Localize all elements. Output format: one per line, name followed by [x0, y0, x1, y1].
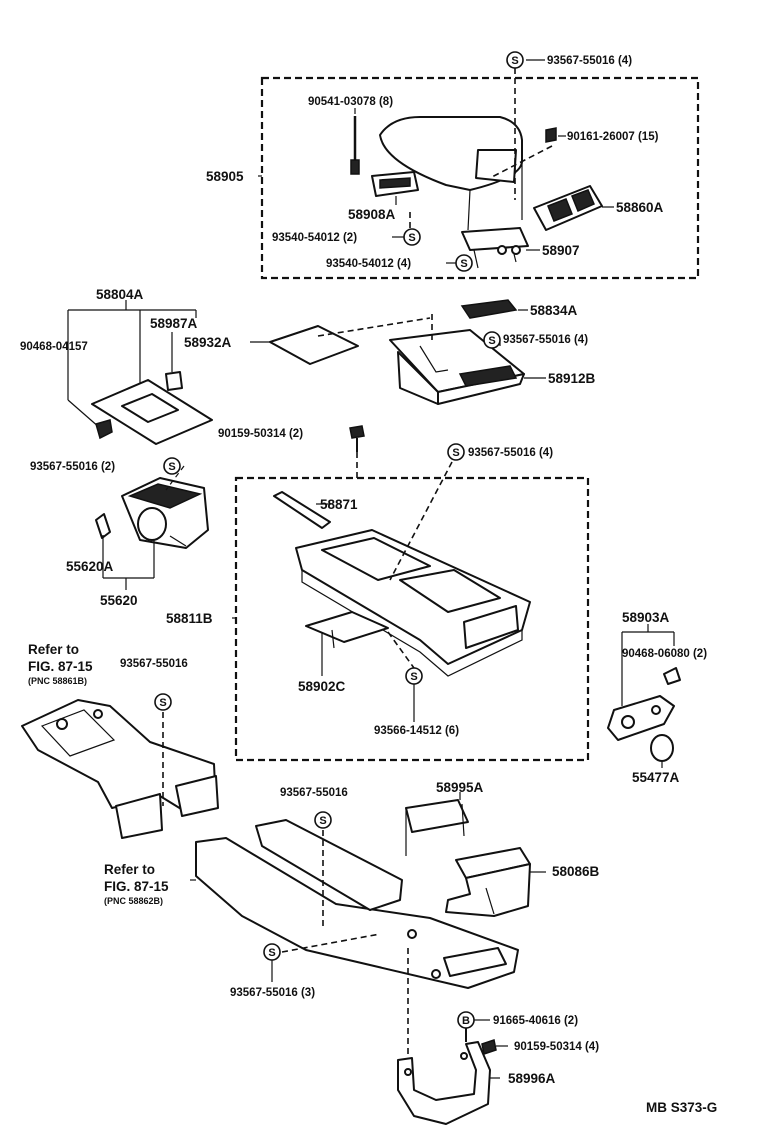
s-symbol-93566: S — [405, 667, 423, 685]
lid-screw — [350, 116, 360, 175]
lid-cupholder-insert — [533, 185, 603, 231]
label-58912B: 58912B — [548, 371, 596, 386]
label-93566-14512: 93566-14512 (6) — [374, 725, 459, 737]
lid-hinge — [461, 227, 529, 269]
label-93567-55016-2: 93567-55016 (2) — [30, 461, 115, 473]
footer-code: MB S373-G — [646, 1100, 717, 1115]
label-fig-87-15-1: FIG. 87-15 — [28, 659, 93, 674]
label-55477A: 55477A — [632, 770, 680, 785]
svg-text:S: S — [168, 461, 175, 473]
label-58902C: 58902C — [298, 679, 346, 694]
b-symbol-91665: B — [457, 1011, 475, 1029]
label-93567-55016-4-mid: 93567-55016 (4) — [503, 334, 588, 346]
lid-lock-base — [371, 171, 419, 197]
label-90159-50314-4: 90159-50314 (4) — [514, 1041, 599, 1053]
label-refer-to-1: Refer to — [28, 642, 79, 657]
svg-text:S: S — [268, 947, 275, 959]
label-fig-87-15-2: FIG. 87-15 — [104, 879, 169, 894]
label-58860A: 58860A — [616, 200, 664, 215]
label-58871: 58871 — [320, 497, 358, 512]
plate-fastener — [663, 667, 681, 685]
s-symbol-93540-2: S — [403, 228, 421, 246]
rear-duct-left — [21, 699, 219, 839]
s-symbol-top: S — [506, 51, 524, 69]
svg-text:S: S — [511, 55, 518, 67]
label-90468-06080: 90468-06080 (2) — [622, 648, 707, 660]
label-58086B: 58086B — [552, 864, 600, 879]
label-93567-55016-3: 93567-55016 (3) — [230, 987, 315, 999]
console-lid-pad — [91, 379, 213, 445]
label-58996A: 58996A — [508, 1071, 556, 1086]
label-58903A: 58903A — [622, 610, 670, 625]
lid-clip-small — [545, 127, 557, 143]
label-91665-40616: 91665-40616 (2) — [493, 1015, 578, 1027]
label-93567-55016-floor: 93567-55016 — [280, 787, 348, 799]
console-box-group-center — [234, 476, 590, 762]
s-symbol-left-duct: S — [154, 693, 172, 711]
label-58907: 58907 — [542, 243, 580, 258]
rear-duct-floor — [195, 819, 519, 989]
svg-text:S: S — [410, 671, 417, 683]
cap-55477A — [650, 734, 674, 762]
svg-text:S: S — [460, 258, 467, 270]
s-symbol-58811: S — [447, 443, 465, 461]
label-90159-50314-2: 90159-50314 (2) — [218, 428, 303, 440]
screw-90159 — [349, 425, 365, 452]
label-55620: 55620 — [100, 593, 138, 608]
svg-text:S: S — [488, 335, 495, 347]
console-strip — [273, 491, 331, 529]
label-90161-26007: 90161-26007 (15) — [567, 131, 659, 143]
s-symbol-58912: S — [483, 331, 501, 349]
rear-mount-bracket — [397, 1041, 491, 1125]
svg-text:S: S — [319, 815, 326, 827]
vent-knob — [95, 513, 111, 558]
label-58932A: 58932A — [184, 335, 232, 350]
label-58834A: 58834A — [530, 303, 578, 318]
label-58804A: 58804A — [96, 287, 144, 302]
armrest-lid — [379, 116, 523, 231]
screw-90159-b — [481, 1039, 497, 1055]
s-symbol-55620: S — [163, 457, 181, 475]
pad-fastener — [95, 419, 113, 440]
s-symbol-93540-4: S — [455, 254, 473, 272]
s-symbol-93567-3: S — [263, 943, 281, 961]
label-58995A: 58995A — [436, 780, 484, 795]
label-93567-55016-4-center: 93567-55016 (4) — [468, 447, 553, 459]
vent-duct-unit — [121, 477, 209, 549]
svg-text:S: S — [159, 697, 166, 709]
svg-text:B: B — [462, 1015, 470, 1027]
label-58905: 58905 — [206, 169, 244, 184]
label-93540-54012-4: 93540-54012 (4) — [326, 258, 411, 270]
svg-text:S: S — [408, 232, 415, 244]
side-cover-plate — [607, 695, 675, 741]
label-58908A: 58908A — [348, 207, 396, 222]
label-90541-03078: 90541-03078 (8) — [308, 96, 393, 108]
console-sheet — [269, 325, 359, 365]
label-58987A: 58987A — [150, 316, 198, 331]
label-93567-55016-left: 93567-55016 — [120, 658, 188, 670]
console-box-tray — [389, 329, 525, 405]
duct-bracket — [405, 799, 469, 856]
console-body — [295, 529, 531, 677]
label-93540-54012-2: 93540-54012 (2) — [272, 232, 357, 244]
label-93567-55016-4-top: 93567-55016 (4) — [547, 55, 632, 67]
small-tray-insert — [460, 299, 518, 319]
label-pnc-58862B: (PNC 58862B) — [104, 896, 163, 906]
label-pnc-58861B: (PNC 58861B) — [28, 676, 87, 686]
console-box-group-upper — [260, 76, 700, 280]
pad-clip — [165, 371, 183, 391]
svg-text:S: S — [452, 447, 459, 459]
duct-connector-box — [445, 847, 531, 917]
console-bracket — [305, 611, 389, 652]
label-55620A: 55620A — [66, 559, 114, 574]
label-58811B: 58811B — [166, 611, 213, 626]
s-symbol-floor-duct: S — [314, 811, 332, 829]
label-90468-04157: 90468-04157 — [20, 341, 88, 353]
label-refer-to-2: Refer to — [104, 862, 155, 877]
